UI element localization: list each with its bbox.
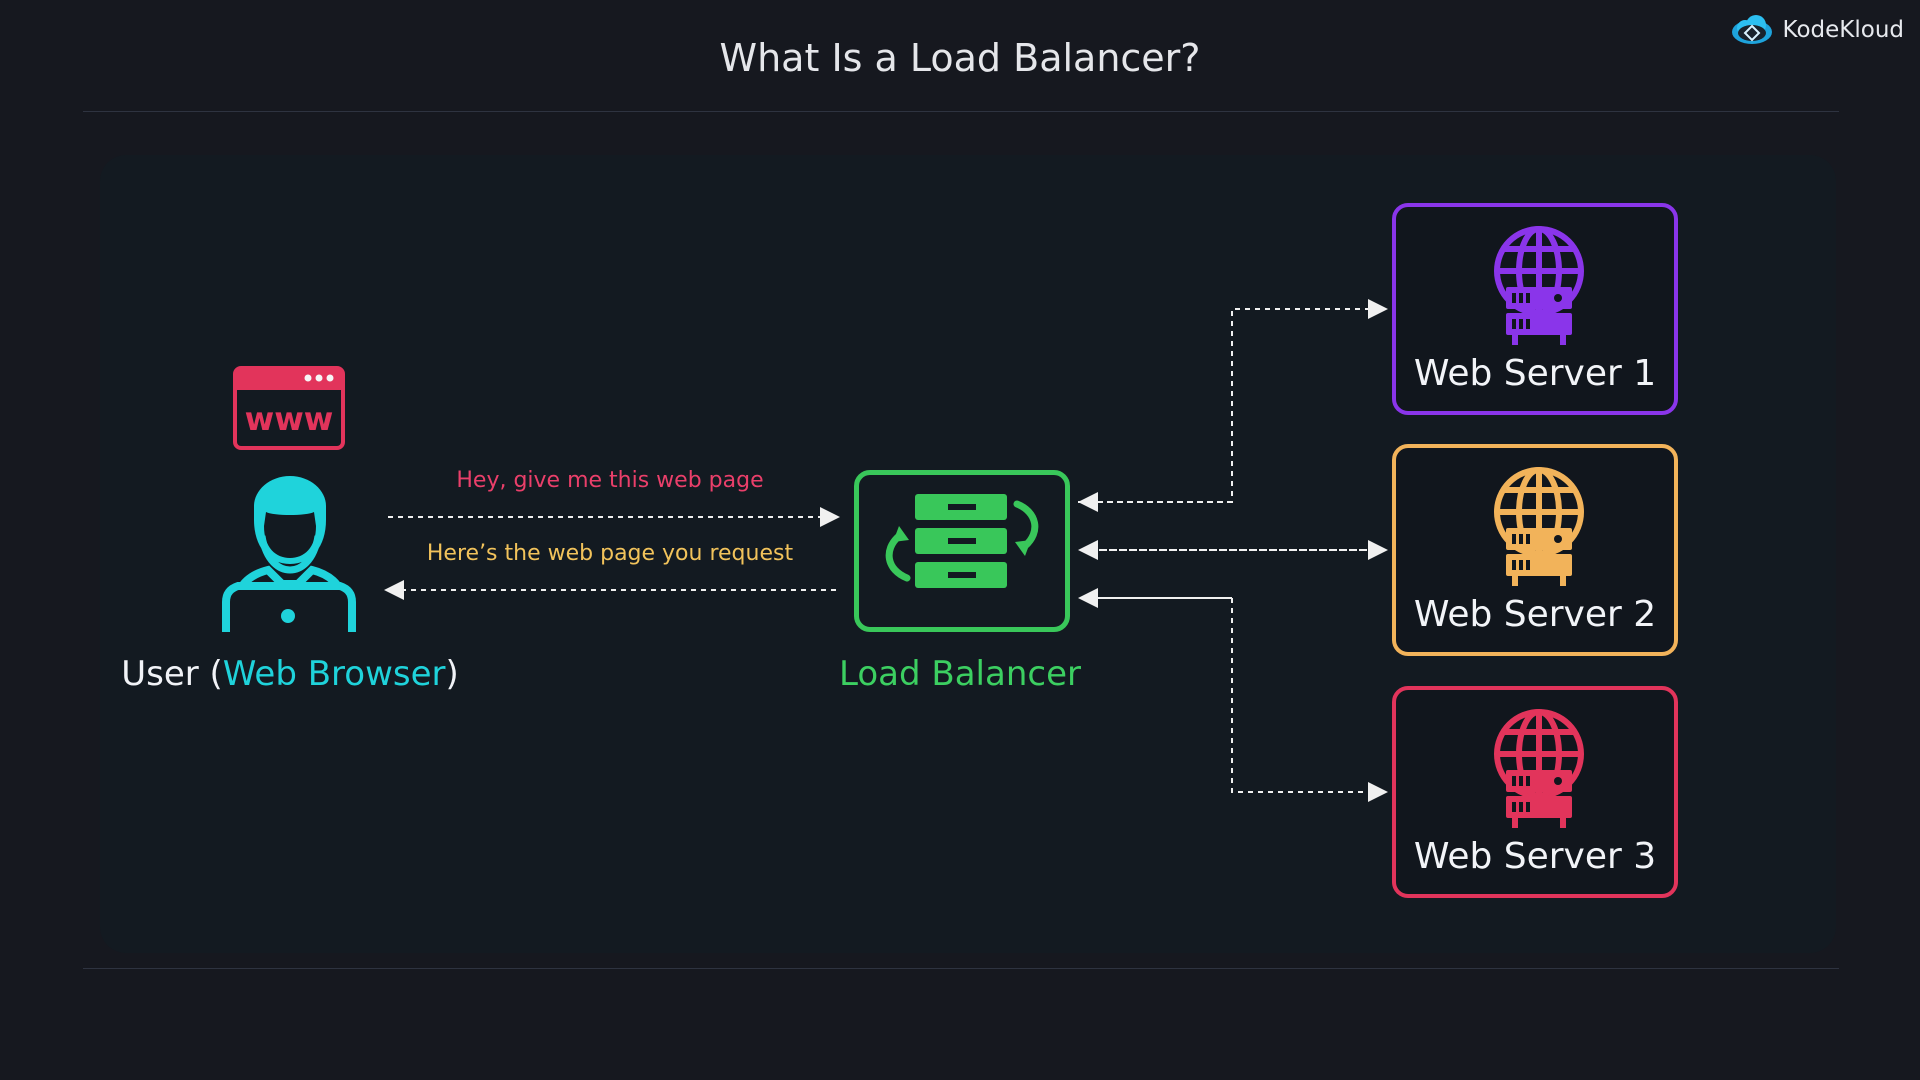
page-title: What Is a Load Balancer? [719,36,1201,80]
load-balancer-box [854,470,1070,632]
user-label-prefix: User ( [121,654,223,694]
brand: KodeKloud [1729,12,1904,48]
load-balancer-label: Load Balancer [839,654,1081,694]
request-message: Hey, give me this web page [456,468,764,493]
user-at-laptop-icon [222,476,356,632]
brand-name: KodeKloud [1782,17,1904,43]
user-label-suffix: ) [445,654,459,694]
web-server-1-card: Web Server 1 [1392,203,1678,415]
server-sync-icon [885,494,1039,588]
browser-www-icon: www [233,366,345,450]
user-label-accent: Web Browser [222,654,446,694]
globe-server-icon [1494,226,1584,345]
web-server-3-label: Web Server 3 [1413,836,1657,877]
web-server-2-label: Web Server 2 [1413,594,1657,635]
response-message: Here’s the web page you request [426,541,794,566]
web-server-2-card: Web Server 2 [1392,444,1678,656]
header-divider [83,111,1839,112]
footer-divider [83,968,1839,969]
globe-server-icon [1494,709,1584,828]
user-label: User (Web Browser) [110,654,470,694]
cloud-logo-icon [1731,15,1772,44]
browser-www-text: www [245,400,334,438]
web-server-3-card: Web Server 3 [1392,686,1678,898]
web-server-1-label: Web Server 1 [1413,353,1657,394]
globe-server-icon [1494,467,1584,586]
